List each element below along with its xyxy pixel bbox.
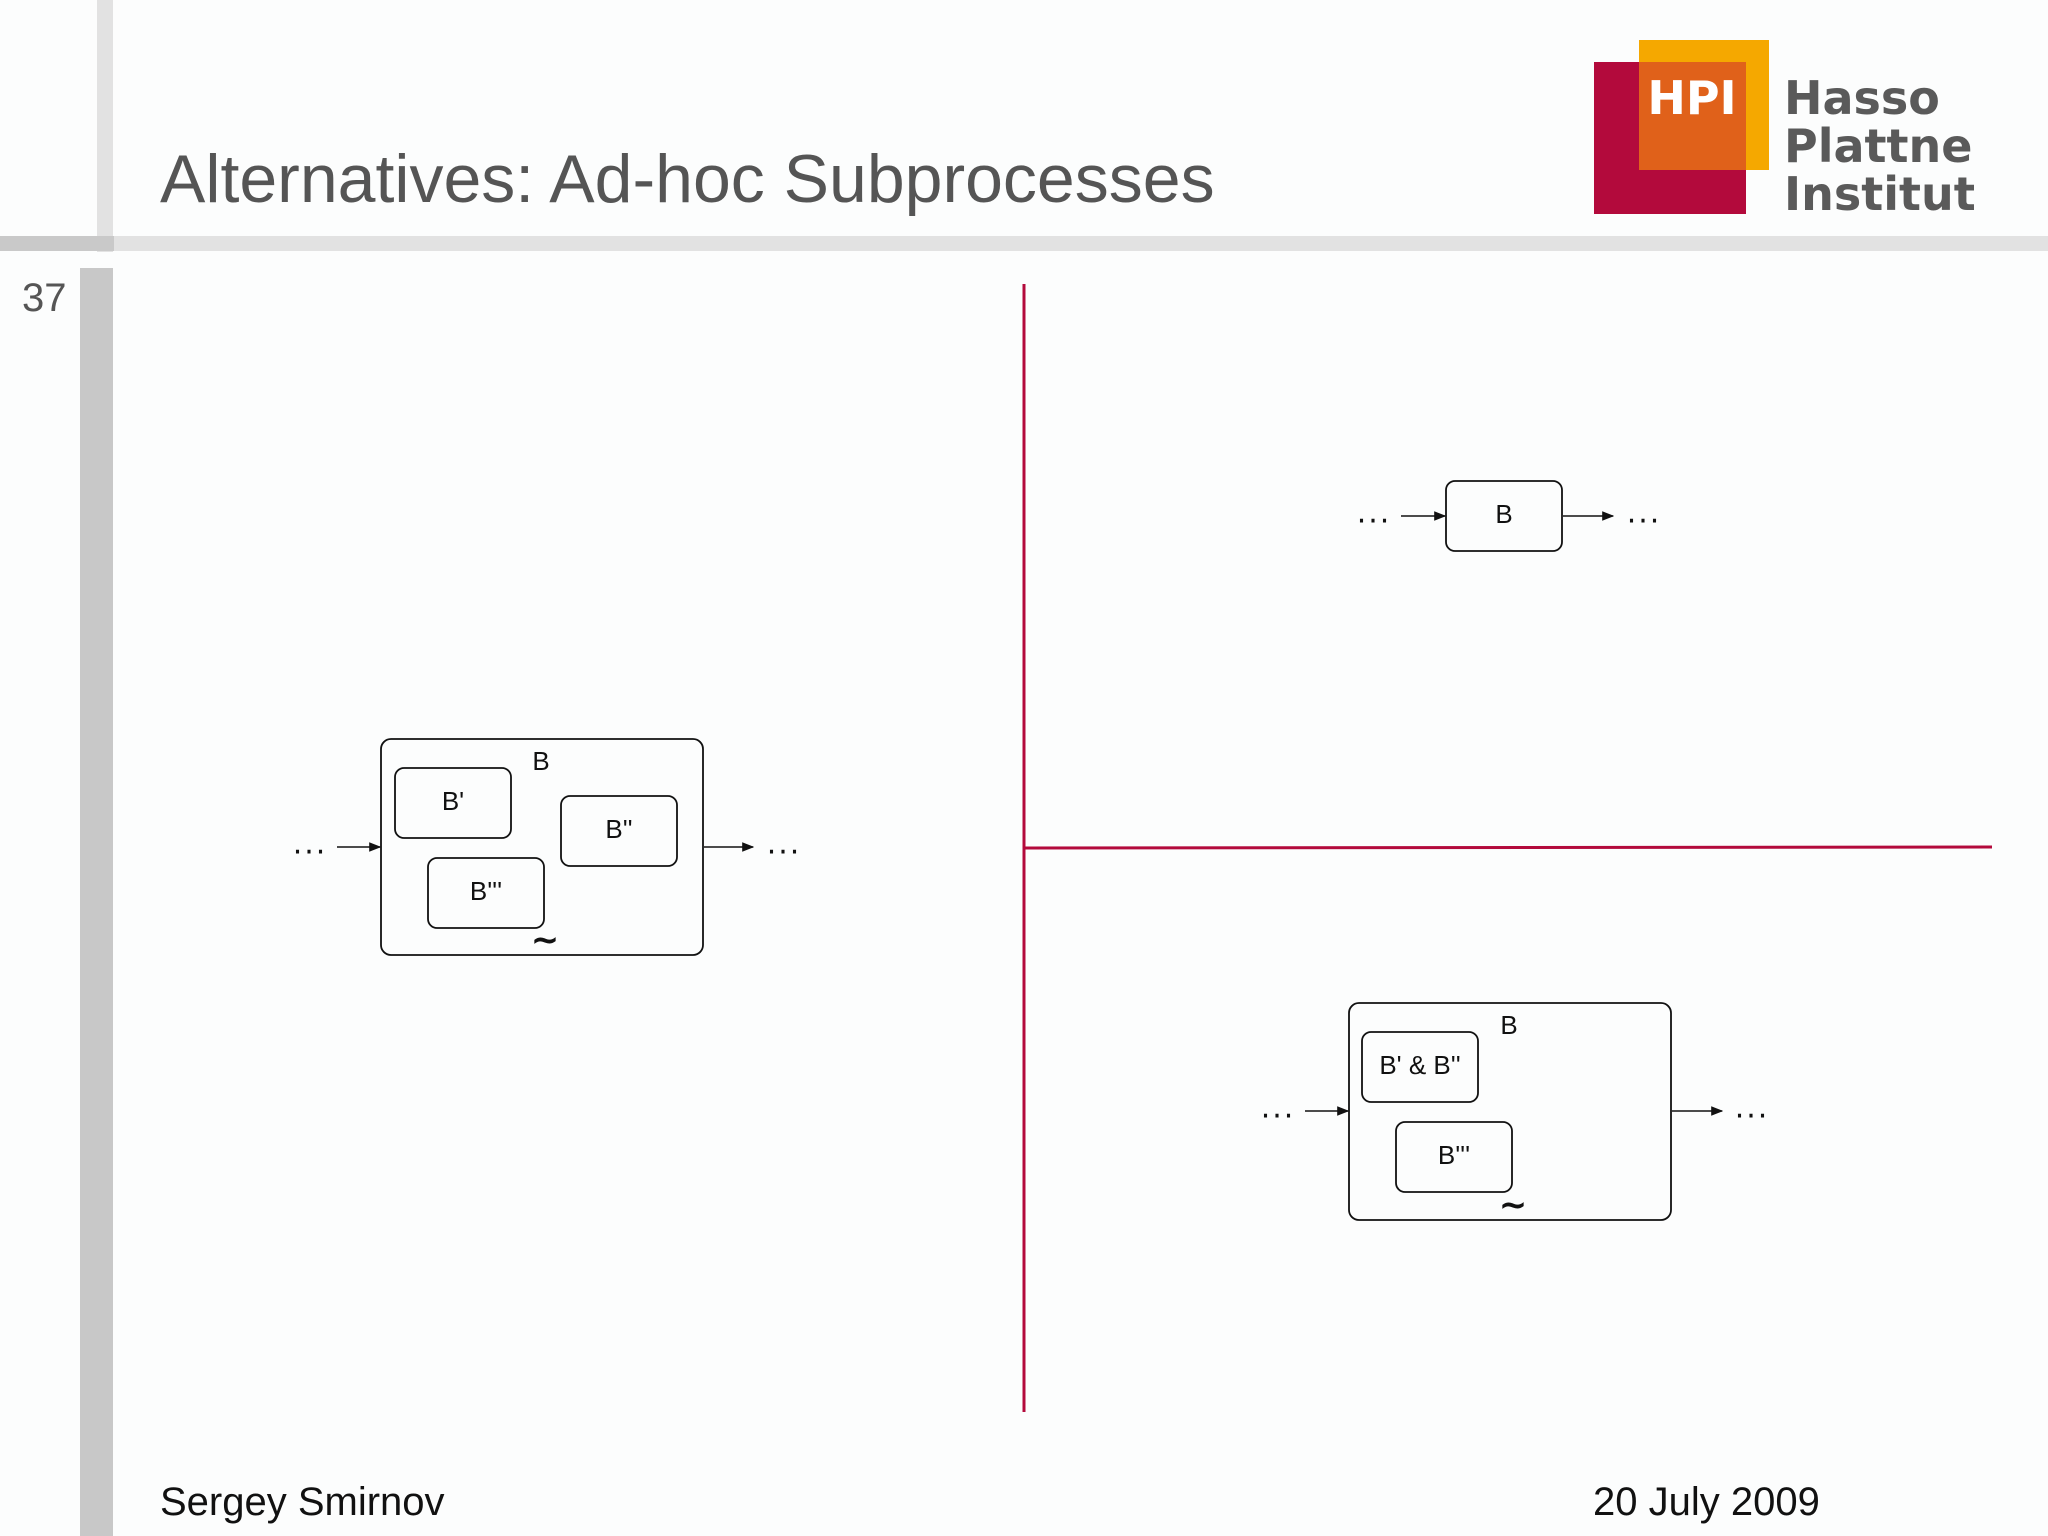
diagram-collapsed-task: ... B ...	[1357, 480, 1662, 552]
task-label: B''	[605, 814, 632, 844]
adhoc-subprocess-box	[380, 738, 704, 956]
diagram-adhoc-original: ... B B' B'' B''' ~ ...	[293, 738, 802, 960]
logo-line-2: Plattner	[1784, 119, 1974, 173]
footer-date: 20 July 2009	[1593, 1480, 1820, 1524]
slide-number: 37	[22, 276, 67, 320]
task-box	[1445, 480, 1563, 552]
sequence-dots-out: ...	[1627, 496, 1662, 531]
task-label: B'''	[1438, 1140, 1470, 1170]
adhoc-subprocess-box	[1348, 1002, 1672, 1221]
logo-square-orange	[1639, 62, 1746, 170]
task-box	[560, 795, 678, 867]
task-label: B	[1495, 499, 1512, 529]
divider-horizontal	[1023, 845, 1993, 850]
logo-line-1: Hasso	[1784, 71, 1940, 125]
logo-line-3: Institut	[1784, 167, 1974, 218]
task-box	[1361, 1031, 1479, 1103]
footer-author: Sergey Smirnov	[160, 1480, 445, 1524]
decor-bar-vertical	[80, 268, 113, 1536]
adhoc-marker: ~	[531, 920, 560, 960]
task-label: B'	[442, 786, 464, 816]
sequence-dots-in: ...	[293, 827, 328, 862]
task-label: B'''	[470, 876, 502, 906]
sequence-dots-out: ...	[767, 827, 802, 862]
hpi-logo: HPI Hasso Plattner Institut	[1594, 40, 1974, 218]
task-box	[394, 767, 512, 839]
task-box	[1395, 1121, 1513, 1193]
adhoc-marker: ~	[1499, 1185, 1528, 1225]
task-box	[427, 857, 545, 929]
decor-bar-horizontal-dark	[0, 236, 114, 251]
subprocess-label: B	[1500, 1010, 1517, 1040]
slide-title: Alternatives: Ad-hoc Subprocesses	[160, 141, 1215, 217]
decor-bar-horizontal	[0, 236, 2048, 251]
decor-bar-vertical-top	[97, 0, 113, 252]
logo-abbr: HPI	[1647, 71, 1736, 125]
sequence-dots-out: ...	[1735, 1091, 1770, 1126]
task-label: B' & B''	[1379, 1050, 1460, 1080]
subprocess-label: B	[532, 746, 549, 776]
sequence-dots-in: ...	[1357, 496, 1392, 531]
sequence-dots-in: ...	[1261, 1091, 1296, 1126]
diagram-adhoc-merged: ... B B' & B'' B''' ~ ...	[1261, 1002, 1770, 1225]
